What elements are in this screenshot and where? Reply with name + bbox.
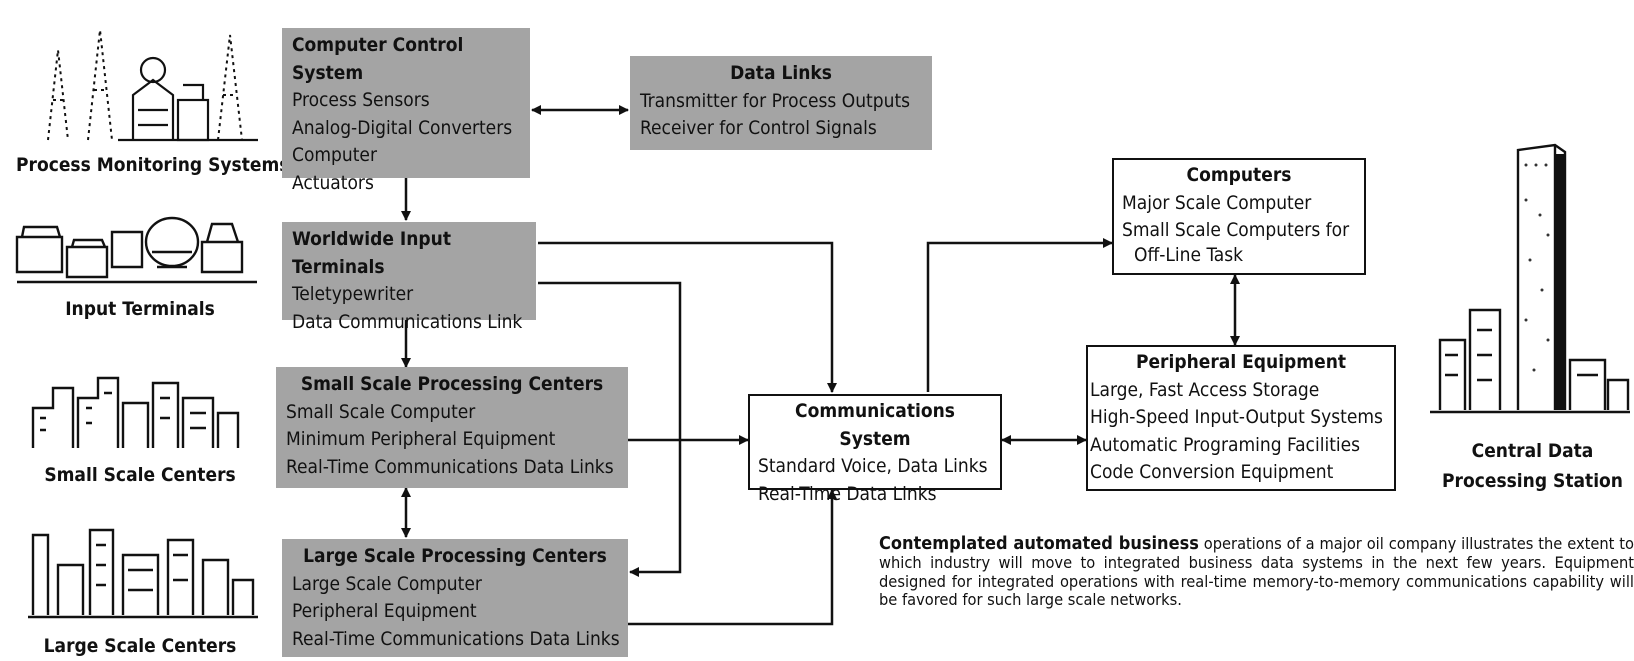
box-item: Minimum Peripheral Equipment <box>286 428 556 450</box>
peripheral-equipment-box: Peripheral Equipment Large, Fast Access … <box>1086 345 1396 491</box>
box-item: Large, Fast Access Storage <box>1090 378 1320 401</box>
label-process-monitoring: Process Monitoring Systems <box>16 154 290 176</box>
box-item: Teletypewriter <box>292 283 414 305</box>
caption-text: operations of a major oil company illust… <box>879 534 1634 610</box>
label-central-data-processing: Central Data Processing Station <box>1435 436 1630 496</box>
worldwide-input-terminals-box: Worldwide Input Terminals Teletypewriter… <box>282 222 536 333</box>
box-item: Automatic Programing Facilities <box>1090 433 1361 456</box>
box-item: Analog-Digital Converters <box>292 116 513 139</box>
box-item: Computer <box>292 144 377 166</box>
box-title: Data Links <box>730 62 832 84</box>
label-central-line-1: Central Data <box>1471 440 1594 462</box>
box-title: Communications System <box>795 400 955 450</box>
box-item: Small Scale Computers for <box>1122 219 1350 241</box>
data-links-box: Data Links Transmitter for Process Outpu… <box>630 56 932 150</box>
large-scale-processing-centers-box: Large Scale Processing Centers Large Sca… <box>282 539 628 657</box>
box-item: Receiver for Control Signals <box>640 117 877 139</box>
box-item: Process Sensors <box>292 89 430 111</box>
computers-box: Computers Major Scale Computer Small Sca… <box>1112 158 1366 275</box>
box-item: Off-Line Task <box>1134 243 1244 266</box>
arrow-worldwide-large <box>538 281 682 577</box>
small-scale-illustration <box>31 376 240 448</box>
communications-system-box: Communications System Standard Voice, Da… <box>748 394 1002 505</box>
box-title: Worldwide Input Terminals <box>292 228 451 278</box>
label-input-terminals: Input Terminals <box>65 298 215 320</box>
box-item: Code Conversion Equipment <box>1090 461 1334 483</box>
label-central-line-2: Processing Station <box>1442 470 1623 492</box>
box-item: Major Scale Computer <box>1122 191 1312 214</box>
central-station-illustration <box>1430 143 1630 414</box>
arrow-worldwide-comms <box>538 241 837 393</box>
small-scale-processing-centers-box: Small Scale Processing Centers Small Sca… <box>276 367 628 488</box>
box-item: High-Speed Input-Output Systems <box>1090 406 1383 428</box>
computer-control-system-box: Computer Control System Process Sensors … <box>282 28 530 194</box>
box-item: Transmitter for Process Outputs <box>640 89 911 112</box>
box-item: Peripheral Equipment <box>292 600 477 622</box>
box-item: Real-Time Communications Data Links <box>286 455 614 478</box>
box-item: Large Scale Computer <box>292 572 482 595</box>
box-title: Peripheral Equipment <box>1135 351 1347 373</box>
refinery-illustration <box>47 29 258 142</box>
box-title: Computers <box>1186 164 1292 186</box>
caption-lead: Contemplated automated business <box>879 533 1199 554</box>
arrow-comms-computers <box>926 238 1113 392</box>
box-item: Small Scale Computer <box>286 400 476 423</box>
arrow-large-comms <box>628 489 837 626</box>
box-item: Standard Voice, Data Links <box>758 455 988 477</box>
box-title: Large Scale Processing Centers <box>303 545 607 567</box>
box-item: Actuators <box>292 171 374 194</box>
box-title: Computer Control System <box>292 34 464 84</box>
box-title: Small Scale Processing Centers <box>300 373 604 395</box>
box-item: Real-Time Data Links <box>758 482 937 505</box>
box-item: Data Communications Link <box>292 310 523 333</box>
label-small-scale-centers: Small Scale Centers <box>44 464 236 486</box>
caption: Contemplated automated business operatio… <box>879 533 1634 610</box>
input-terminals-illustration <box>15 216 257 284</box>
large-scale-illustration <box>28 528 258 619</box>
box-item: Real-Time Communications Data Links <box>292 627 620 650</box>
label-large-scale-centers: Large Scale Centers <box>43 635 237 657</box>
